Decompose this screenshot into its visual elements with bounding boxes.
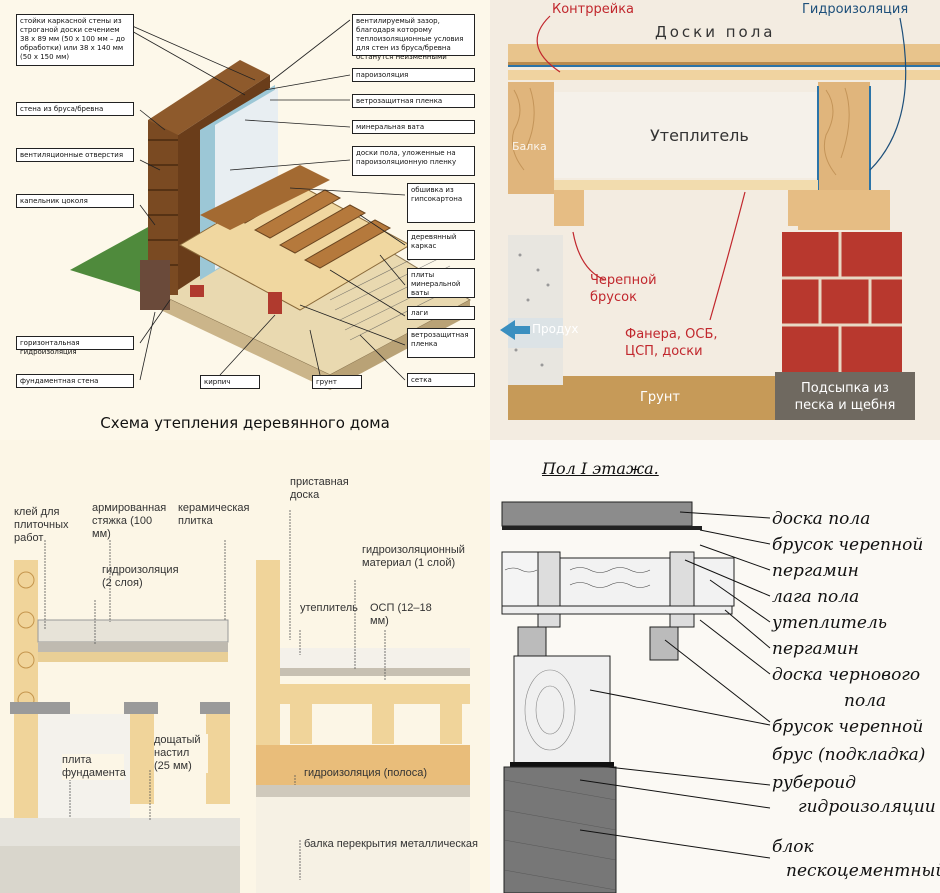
label-foundation-wall: фундаментная стена [16, 374, 134, 388]
first-floor-sketch [501, 501, 771, 893]
house-cutaway-drawing [70, 19, 472, 390]
label-frame-studs: стойки каркасной стены из строганой доск… [16, 14, 134, 66]
label-reinforced-screed: армированная стяжка (100 мм) [92, 502, 167, 540]
label-subfloor-board: доска чернового [772, 665, 921, 685]
panel-floor-on-beams: Контррейка Гидроизоляция Доски пола Утеп… [490, 0, 940, 440]
label-soil: грунт [312, 375, 362, 389]
label-brick: кирпич [200, 375, 260, 389]
panel-wooden-house-insulation: стойки каркасной стены из строганой доск… [0, 0, 490, 440]
label-insulation: Утеплитель [650, 126, 749, 145]
label-windproof-film: ветрозащитная пленка [352, 94, 475, 108]
label-beam-pad: брус (подкладка) [772, 745, 926, 765]
label-floor-board: доска пола [772, 509, 871, 529]
label-backfill: Подсыпка из песка и щебня [794, 381, 896, 413]
label-floor-boards: доски пола, уложенные на пароизоляционну… [352, 146, 475, 176]
label-vent-holes: вентиляционные отверстия [16, 148, 134, 162]
label-plinth-drip: капельник цоколя [16, 194, 134, 208]
label-waterproofing-material: гидроизоляционный материал (1 слой) [362, 544, 465, 569]
label-log-wall: стена из бруса/бревна [16, 102, 134, 116]
label-waterproofing-strip: гидроизоляция (полоса) [304, 767, 428, 779]
label-cranial-bar-2: брусок черепной [772, 717, 924, 737]
panel-first-floor-sketch: Пол I этажа. доска пола брусок черепной … [490, 440, 940, 893]
label-counter-batten: Контррейка [552, 2, 635, 17]
label-insulation-sketch: утеплитель [772, 613, 888, 633]
panel-floor-details: клей для плиточных работ армированная ст… [0, 440, 490, 893]
label-ruberoid: рубероид [772, 773, 857, 793]
label-pergamin-2: пергамин [772, 639, 859, 659]
label-cranial-bar-1: брусок черепной [772, 535, 924, 555]
label-mineral-wool: минеральная вата [352, 120, 475, 134]
label-osb: ОСП (12–18 мм) [370, 602, 432, 627]
label-floor-joist: лага пола [772, 587, 860, 607]
label-ceramic-tile: керамическая плитка [178, 502, 250, 527]
label-waterproofing-2-layers: гидроизоляция (2 слоя) [102, 564, 179, 589]
sketch-title: Пол I этажа. [542, 459, 659, 478]
label-mineral-slabs: плиты минеральной ваты [407, 268, 475, 298]
label-windproof-film-2: ветрозащитная пленка [407, 328, 475, 358]
label-floor-boards: Доски пола [655, 23, 776, 41]
floor-section-drawing [500, 15, 940, 420]
label-waterproofing: Гидроизоляция [802, 2, 909, 17]
label-drywall: обшивка из гипсокартона [407, 183, 475, 223]
label-subfloor-board-2: пола [844, 691, 887, 711]
label-pergamin-1: пергамин [772, 561, 859, 581]
label-insulation: утеплитель [300, 602, 358, 614]
label-ventilated-gap: вентилируемый зазор, благодаря которому … [352, 14, 475, 61]
label-metal-beam: балка перекрытия металлическая [304, 838, 478, 850]
label-tile-glue: клей для плиточных работ [14, 506, 69, 544]
label-ruberoid-2: гидроизоляции [798, 797, 936, 817]
label-joists: лаги [407, 306, 475, 320]
label-wood-frame: деревянный каркас [407, 230, 475, 260]
label-sheathing: Фанера, ОСБ, ЦСП, доски [625, 327, 718, 359]
label-beam: Балка [512, 140, 547, 153]
label-vapor-barrier: пароизоляция [352, 68, 475, 82]
panel1-caption: Схема утепления деревянного дома [100, 414, 390, 432]
label-block: блок [772, 837, 814, 857]
label-ground: Грунт [640, 390, 680, 405]
label-block-2: пескоцементный [786, 861, 940, 881]
label-foundation-slab: плита фундамента [62, 754, 126, 780]
label-attached-board: приставная доска [290, 476, 349, 501]
label-cranial-bar: Черепной брусок [590, 273, 657, 305]
label-plank-deck: дощатый настил (25 мм) [154, 734, 208, 773]
label-horizontal-waterproofing: горизонтальная гидроизоляция [16, 336, 134, 356]
label-vent: Продух [532, 322, 579, 336]
label-mesh: сетка [407, 373, 475, 387]
floor-details-drawing [0, 510, 470, 893]
